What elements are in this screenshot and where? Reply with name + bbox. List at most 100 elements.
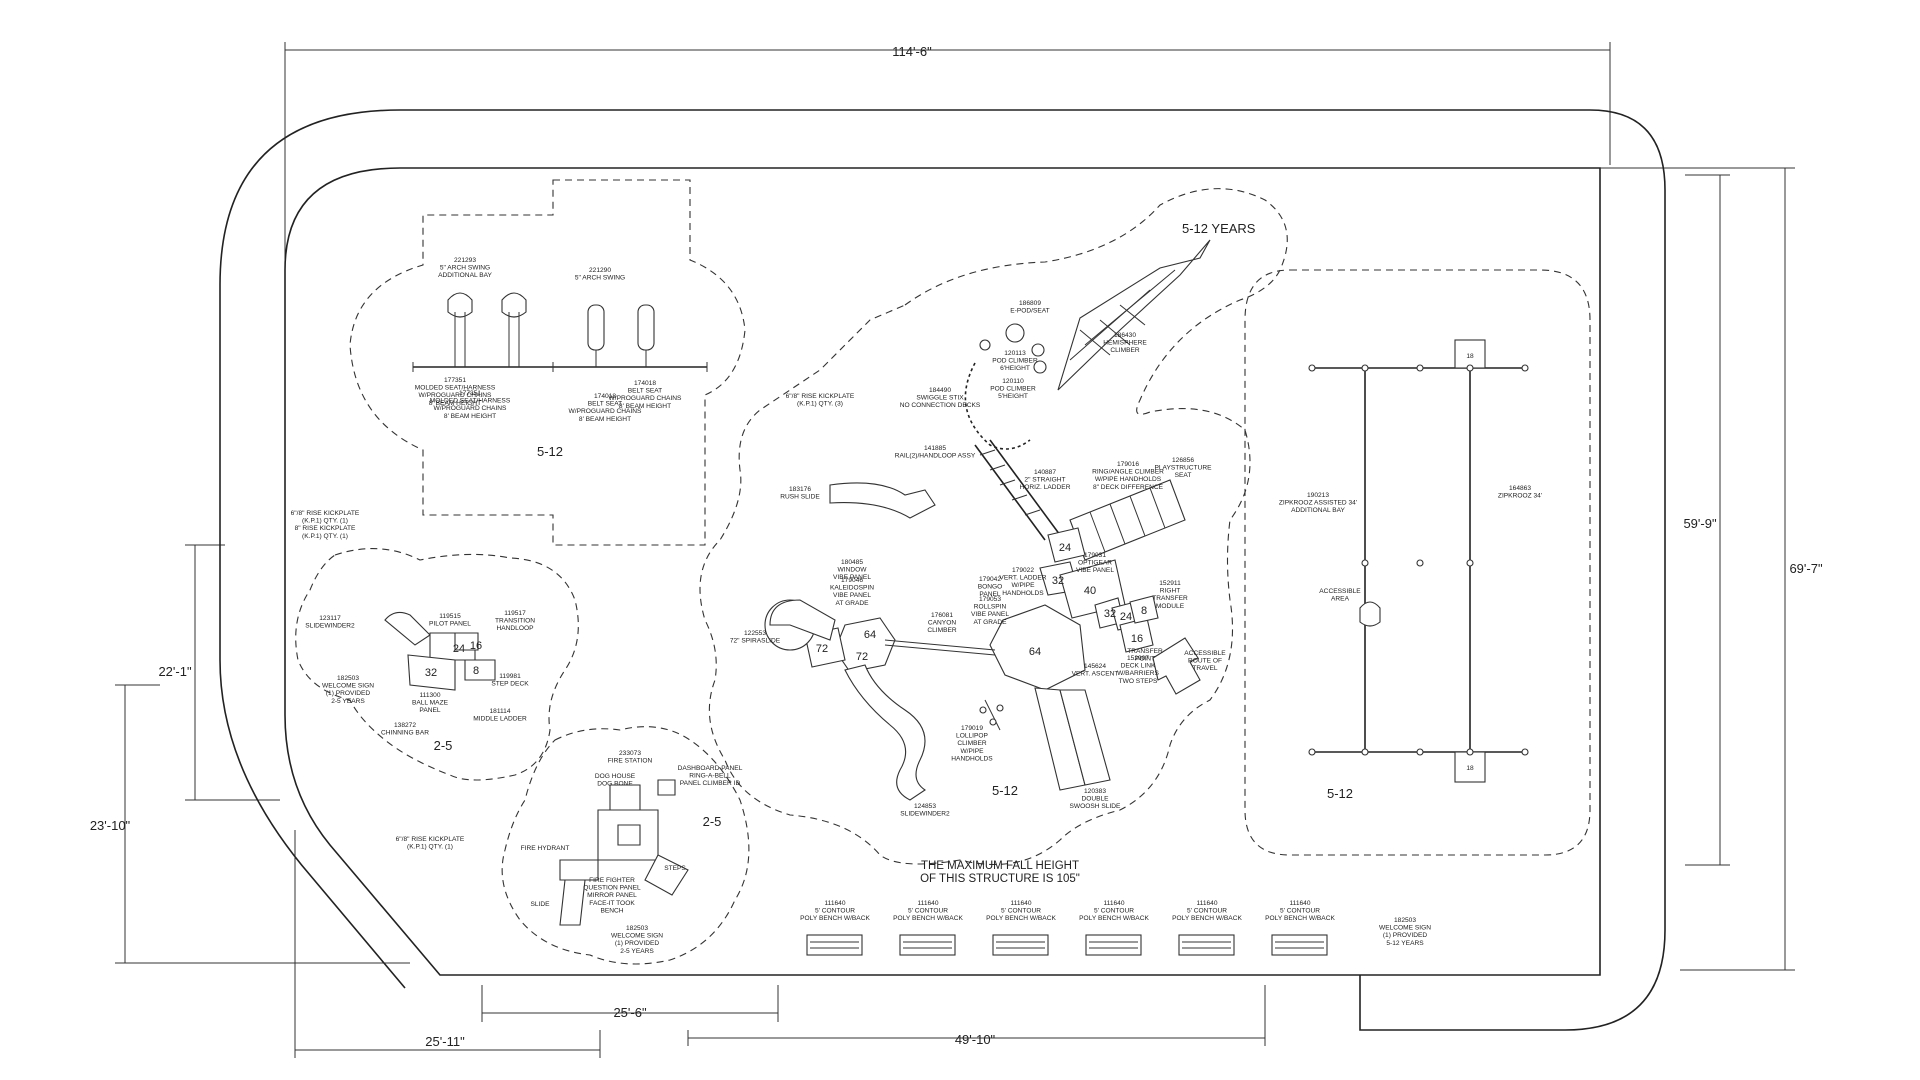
bench-row: [806, 934, 1328, 956]
toddler-left-zone: 16 24 32 8 2-5: [295, 548, 579, 781]
hemisphere-climber: [1057, 239, 1211, 391]
playground-border: [219, 109, 1666, 1031]
dim-right-outer: 69'-7": [1789, 561, 1823, 576]
zone-label-toddler-left: 2-5: [434, 738, 453, 753]
horizontal-ladder: [974, 439, 1061, 541]
tod-deck-32: 32: [425, 667, 437, 679]
zone-label-zipkrooz: 5-12: [1327, 786, 1353, 801]
deck-label-2: 32: [1052, 575, 1064, 587]
tod-deck-24: 24: [453, 643, 465, 655]
fall-height-line-2: OF THIS STRUCTURE IS 105": [920, 873, 1080, 885]
deck-label-5: 24: [1120, 611, 1132, 623]
deck-label-9: 72: [816, 643, 828, 655]
toddler-bottom-zone: 2-5: [501, 726, 750, 965]
zone-label-swings: 5-12: [537, 444, 563, 459]
deck-8: [1129, 595, 1159, 624]
bench-2: [899, 934, 956, 956]
tod-deck-16: 16: [470, 640, 482, 652]
deck-label-7: 8: [1141, 605, 1147, 617]
main-structure-zone: 5-12 YEARS 5-12: [699, 188, 1288, 885]
dimension-lines: 114'-6" 59'-9" 69'-7" 22'-1" 23'-10" 25'…: [90, 42, 1823, 1058]
zipkrooz-zone: 5-12 18 18: [1244, 269, 1591, 856]
bench-5: [1178, 934, 1235, 956]
callout-toddler_bottom_labels-e: STEPS: [664, 865, 686, 872]
rail-end-number-top: 18: [1466, 353, 1474, 360]
deck-label-4: 32: [1104, 608, 1116, 620]
deck-label-10: 72: [856, 651, 868, 663]
deck-24-top: [1047, 527, 1086, 563]
callout-kickplates-k3: 6"/8" RISE KICKPLATE(K.P.1) QTY. (1): [396, 836, 465, 851]
dim-right-inner: 59'-9": [1683, 516, 1717, 531]
bench-6: [1271, 934, 1328, 956]
dim-bottom-left: 25'-11": [425, 1034, 465, 1049]
dim-left-lower: 23'-10": [90, 818, 131, 833]
dim-bottom-mid: 25'-6": [613, 1005, 647, 1020]
zone-label-main: 5-12: [992, 783, 1018, 798]
callout-toddler_bottom_labels-f: SLIDE: [530, 901, 550, 908]
dim-overall-width: 114'-6": [892, 44, 932, 59]
deck-label-3: 40: [1084, 585, 1096, 597]
zone-label-main-top: 5-12 YEARS: [1182, 221, 1256, 236]
tod-deck-8: 8: [473, 665, 479, 677]
bench-3: [992, 934, 1049, 956]
zone-label-toddler-bottom: 2-5: [703, 814, 722, 829]
swing-zone: 5-12: [349, 179, 746, 546]
fall-height-line-1: THE MAXIMUM FALL HEIGHT: [921, 860, 1079, 872]
bench-1: [806, 934, 863, 956]
callout-kickplates-k2: 6"/8" RISE KICKPLATE(K.P.1) QTY. (1)8" R…: [291, 510, 360, 540]
rail-end-number-bottom: 18: [1466, 765, 1474, 772]
callout-kickplates-k1: 6"/8" RISE KICKPLATE(K.P.1) QTY. (3): [786, 393, 855, 408]
deck-label-1: 24: [1059, 542, 1071, 554]
deck-label-6: 16: [1131, 633, 1143, 645]
deck-label-11: 64: [864, 629, 876, 641]
